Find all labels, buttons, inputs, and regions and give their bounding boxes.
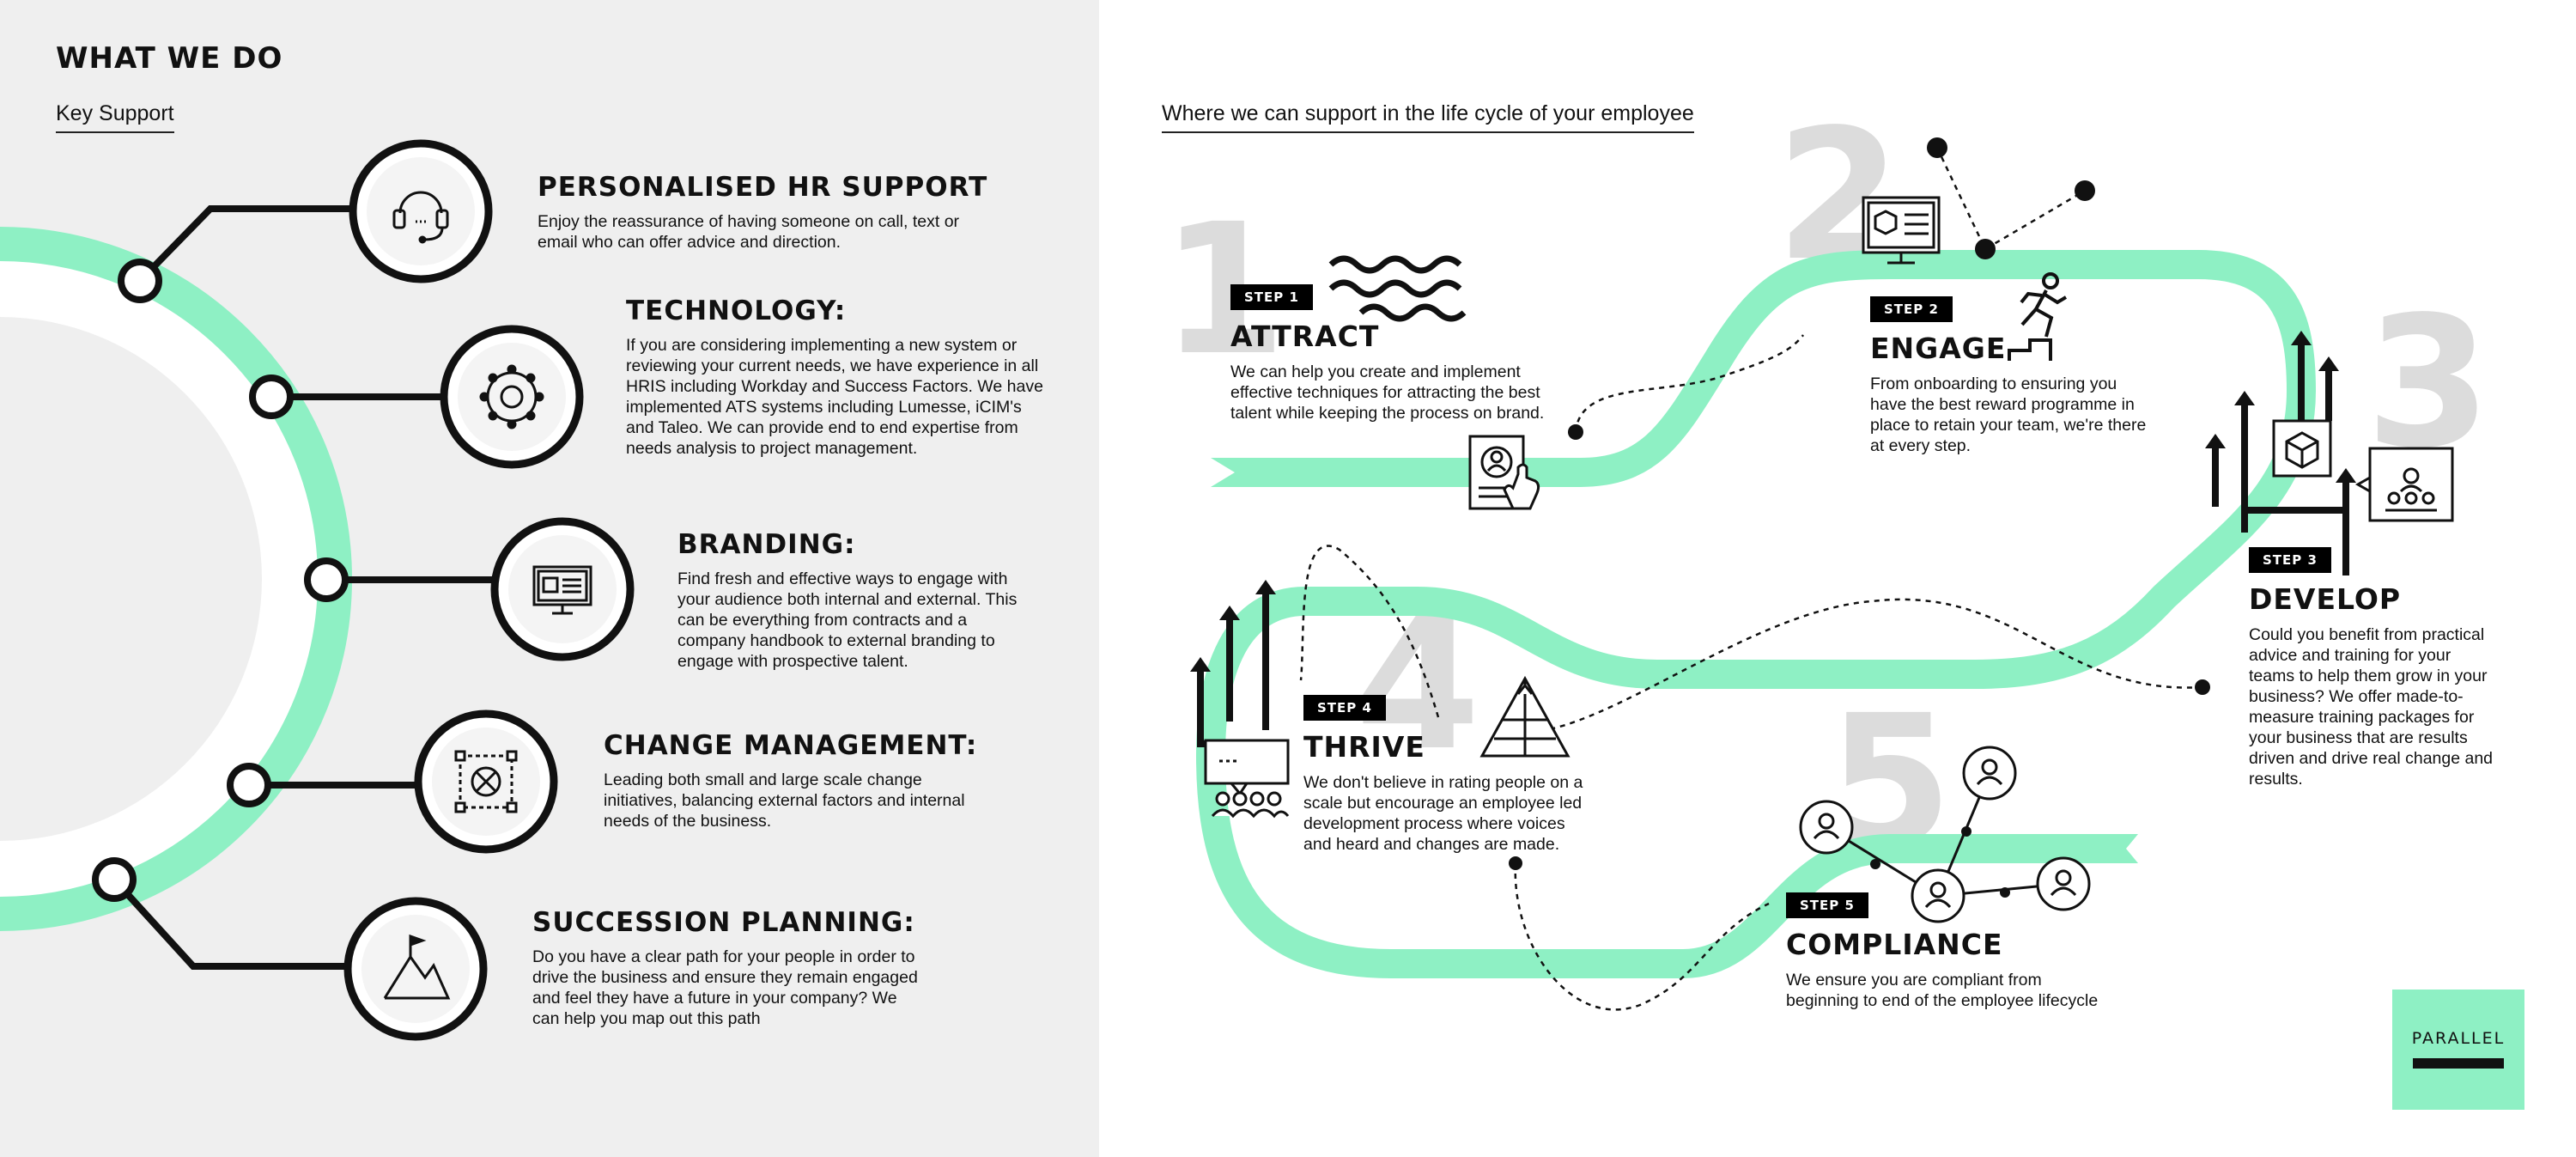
mountain-flag-icon <box>383 934 451 1000</box>
service-desc: If you are considering implementing a ne… <box>626 336 1043 458</box>
step-attract: STEP 1 ATTRACT We can help you create an… <box>1230 284 1561 423</box>
step-desc: Could you benefit from practical advice … <box>2249 625 2494 789</box>
develop-cube-icon <box>2272 419 2332 478</box>
team-chat-icon <box>1204 739 1290 819</box>
service-icon-network <box>440 325 584 469</box>
step-thrive: STEP 4 THRIVE We don't believe in rating… <box>1303 695 1595 855</box>
service-change-management: CHANGE MANAGEMENT: Leading both small an… <box>604 730 978 831</box>
step-badge: STEP 3 <box>2249 547 2331 573</box>
service-title: BRANDING: <box>677 529 856 560</box>
step-title: THRIVE <box>1303 730 1425 764</box>
service-desc: Enjoy the reassurance of having someone … <box>538 212 960 252</box>
path-start-notch <box>1211 458 1235 487</box>
service-title: SUCCESSION PLANNING: <box>532 907 915 938</box>
service-icon-succession <box>343 897 488 1041</box>
headset-icon <box>392 191 449 244</box>
running-person-icon <box>2008 272 2068 361</box>
brand-underline <box>2413 1058 2504 1069</box>
brand-name: PARALLEL <box>2411 1029 2506 1048</box>
service-icon-headset <box>349 139 493 283</box>
inner-arc-background <box>0 317 262 841</box>
lifecycle-subheading: Where we can support in the life cycle o… <box>1162 101 1694 133</box>
step-title: COMPLIANCE <box>1786 928 2003 961</box>
engage-monitor-icon <box>1862 196 1941 265</box>
step-engage: STEP 2 ENGAGE From onboarding to ensurin… <box>1870 296 2162 456</box>
training-board-icon <box>2354 447 2454 522</box>
service-desc: Leading both small and large scale chang… <box>604 770 965 831</box>
service-hr-support: PERSONALISED HR SUPPORT Enjoy the reassu… <box>538 172 1018 253</box>
step-badge: STEP 5 <box>1786 892 1868 918</box>
service-icon-change <box>414 709 558 854</box>
route-dots <box>1509 137 2210 870</box>
key-support-diagram <box>0 139 635 1041</box>
step-desc: From onboarding to ensuring you have the… <box>1870 375 2147 455</box>
transform-icon <box>454 750 518 813</box>
brand-logo: PARALLEL <box>2392 990 2524 1110</box>
wave-icon <box>1328 255 1467 322</box>
service-title: PERSONALISED HR SUPPORT <box>538 172 988 203</box>
compliance-network-icon <box>1799 746 2091 923</box>
step-title: ENGAGE <box>1870 332 2007 365</box>
network-gear-icon <box>479 364 544 429</box>
pyramid-growth-icon <box>1479 675 1571 758</box>
step-desc: We can help you create and implement eff… <box>1230 362 1545 423</box>
service-branding: BRANDING: Find fresh and effective ways … <box>677 529 1034 672</box>
service-succession-planning: SUCCESSION PLANNING: Do you have a clear… <box>532 907 936 1029</box>
step-develop: STEP 3 DEVELOP Could you benefit from pr… <box>2249 547 2506 789</box>
page-heading: WHAT WE DO <box>56 41 283 76</box>
step-title: DEVELOP <box>2249 582 2402 616</box>
connector-lines <box>112 205 494 970</box>
step-badge: STEP 1 <box>1230 284 1313 310</box>
dashed-routes <box>1299 147 2203 1011</box>
service-icon-monitor <box>490 517 635 661</box>
candidate-profile-icon <box>1468 435 1540 510</box>
service-title: CHANGE MANAGEMENT: <box>604 730 978 761</box>
service-desc: Find fresh and effective ways to engage … <box>677 569 1018 671</box>
service-technology: TECHNOLOGY: If you are considering imple… <box>626 295 1047 459</box>
monitor-icon <box>532 565 592 615</box>
path-end-notch <box>2126 834 2138 863</box>
key-support-label: Key Support <box>56 101 174 133</box>
step-badge: STEP 4 <box>1303 695 1386 721</box>
step-compliance: STEP 5 COMPLIANCE We ensure you are comp… <box>1786 892 2129 1011</box>
arc-nodes <box>92 259 349 902</box>
step-desc: We ensure you are compliant from beginni… <box>1786 971 2099 1010</box>
step-badge: STEP 2 <box>1870 296 1953 322</box>
thrive-arrows-icon <box>1190 580 1276 747</box>
service-desc: Do you have a clear path for your people… <box>532 947 918 1028</box>
service-title: TECHNOLOGY: <box>626 295 847 326</box>
growth-arrows-icon <box>2205 331 2356 575</box>
step-title: ATTRACT <box>1230 320 1380 353</box>
lifecycle-path <box>1196 250 2316 978</box>
step-desc: We don't believe in rating people on a s… <box>1303 773 1583 854</box>
